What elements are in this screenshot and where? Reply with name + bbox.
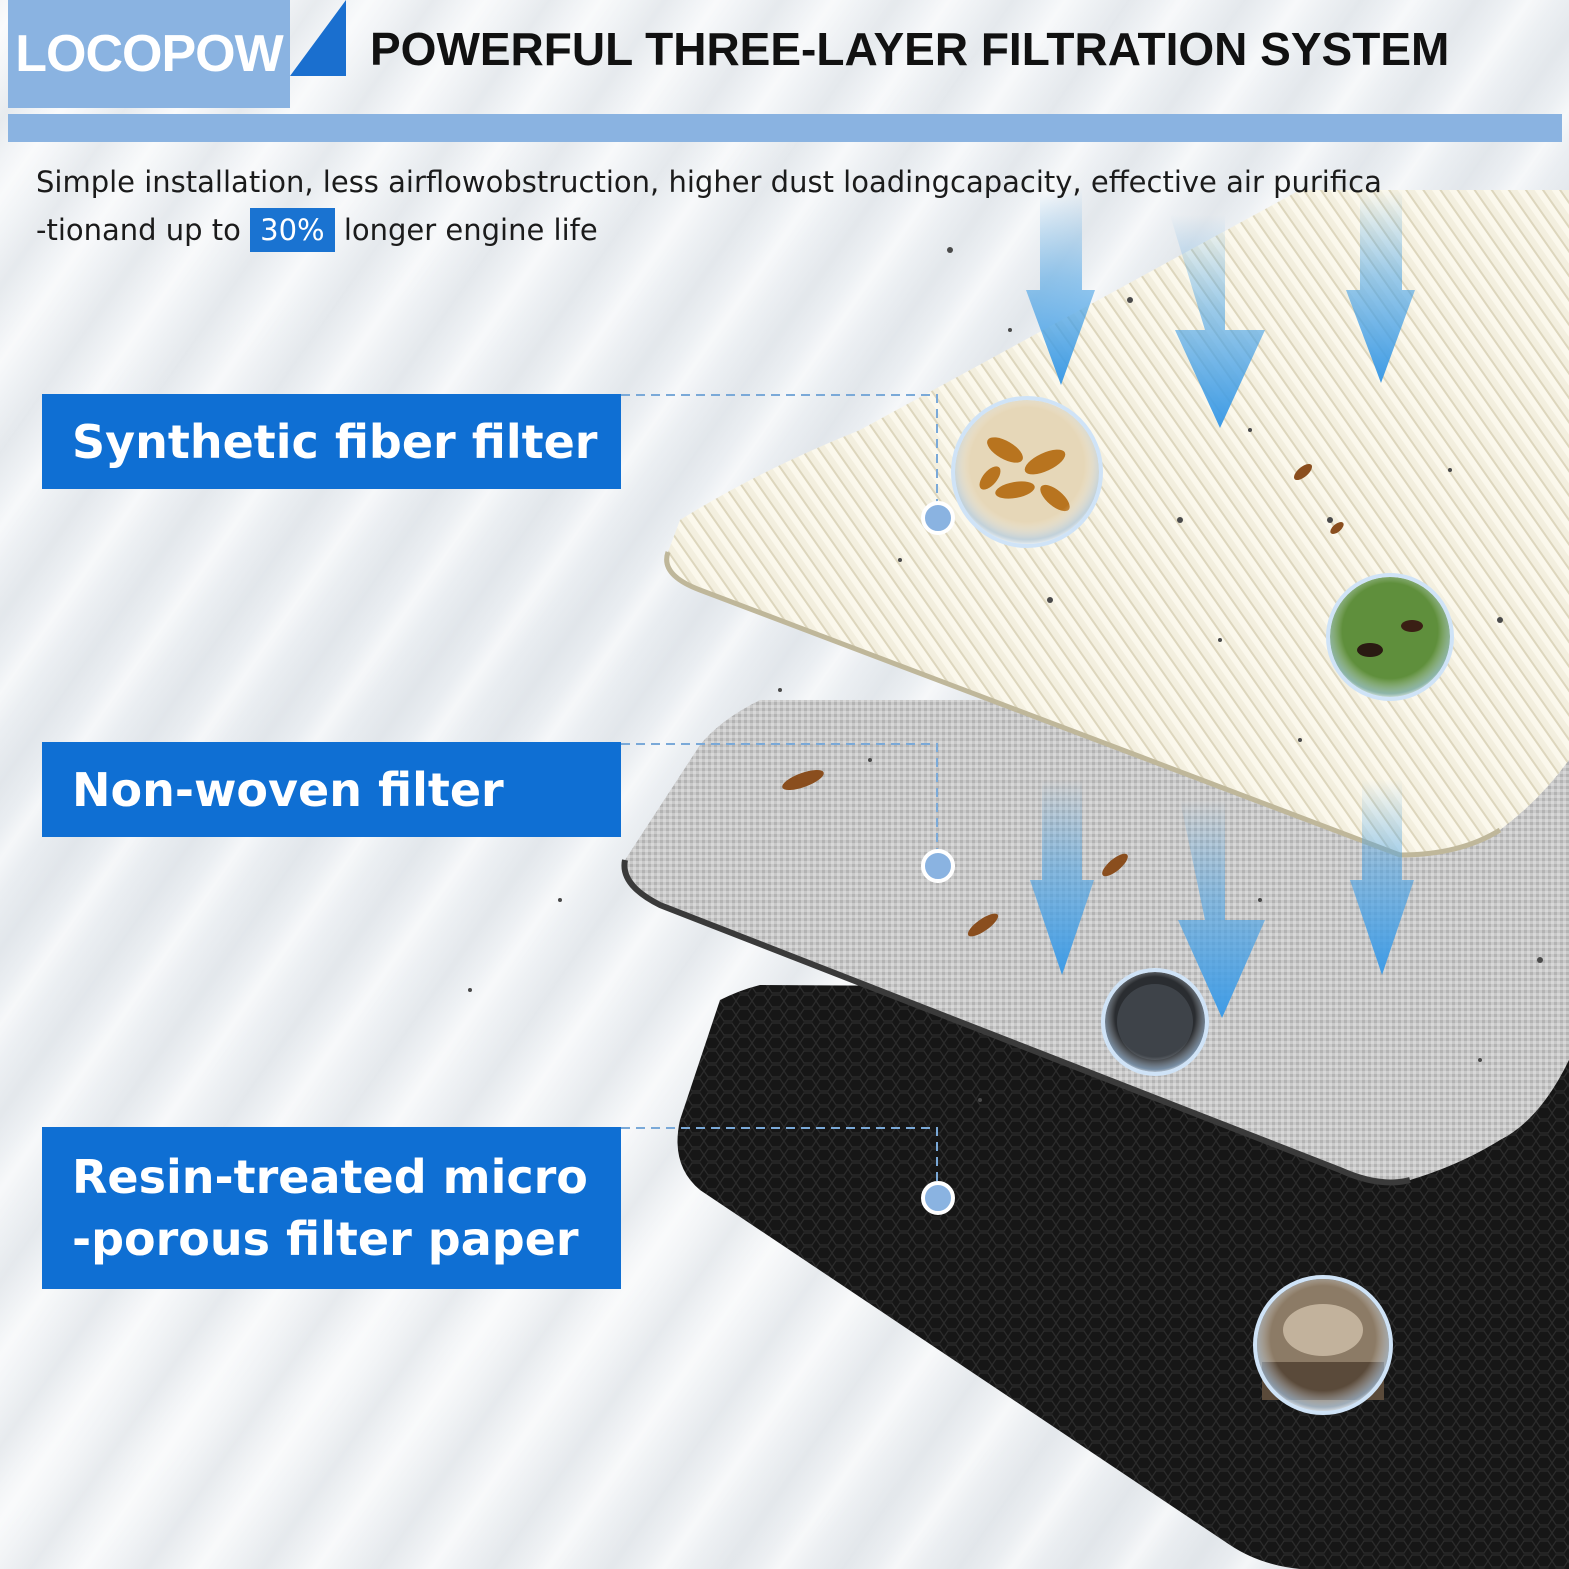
leader-lines — [621, 394, 938, 1198]
description-line-2-start: -tionand up to — [36, 213, 241, 247]
label-resin-paper-line2: -porous filter paper — [72, 1212, 579, 1266]
label-resin-paper: Resin-treated micro -porous filter paper — [42, 1127, 621, 1289]
ant-icon — [1326, 573, 1454, 701]
dust-specks — [468, 247, 1543, 1102]
airflow-arrow-icon — [1030, 780, 1414, 1018]
description-line-1: Simple installation, less airflowobstruc… — [36, 165, 1382, 199]
leaf-debris-icon — [782, 463, 1344, 937]
description-line-2: -tionand up to 30% longer engine life — [36, 206, 1546, 254]
label-synthetic-fiber: Synthetic fiber filter — [42, 394, 621, 489]
marker-dots — [921, 501, 955, 1215]
label-synthetic-fiber-text: Synthetic fiber filter — [72, 414, 598, 469]
label-non-woven: Non-woven filter — [42, 742, 621, 837]
description: Simple installation, less airflowobstruc… — [36, 158, 1546, 254]
leaf-bubble — [951, 396, 1103, 548]
airflow-arrow-icon — [1026, 190, 1415, 428]
carbon-particles-icon — [1101, 968, 1209, 1076]
highlight-badge: 30% — [250, 208, 335, 252]
brand-logo-box: LOCOPOW — [8, 0, 290, 108]
brand-logo: LOCOPOW — [15, 25, 283, 83]
dust-storm-icon — [1253, 1275, 1393, 1415]
brand-accent-triangle — [290, 0, 346, 76]
page-title: POWERFUL THREE-LAYER FILTRATION SYSTEM — [370, 23, 1450, 75]
label-resin-paper-line1: Resin-treated micro — [72, 1150, 588, 1204]
label-non-woven-text: Non-woven filter — [72, 762, 504, 817]
description-line-2-end: longer engine life — [343, 213, 598, 247]
title-underline-bar — [8, 114, 1562, 142]
